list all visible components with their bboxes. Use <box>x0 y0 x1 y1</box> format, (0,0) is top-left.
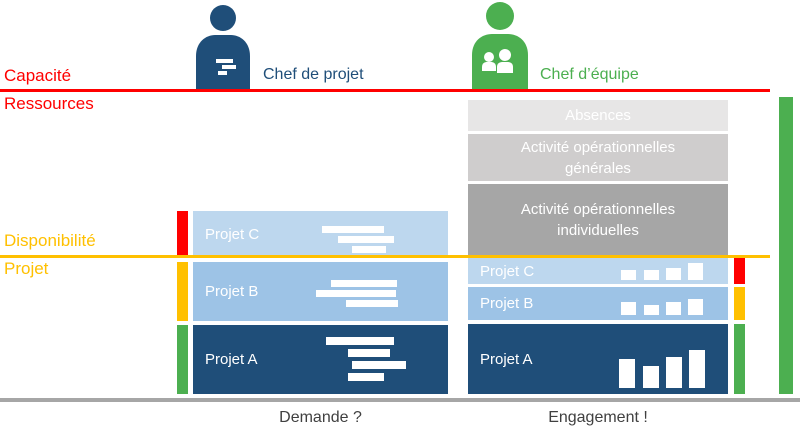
total-capacity-bar <box>779 97 793 394</box>
demand-projet-c-box: Projet C <box>193 211 448 258</box>
availability-line <box>0 255 770 258</box>
histogram-bar <box>643 366 659 388</box>
engagement-projet-b-label: Projet B <box>480 295 534 312</box>
engagement-indicator-yellow <box>734 287 745 320</box>
activites-generales-line2: générales <box>565 159 631 177</box>
activites-individuelles-line1: Activité opérationnelles <box>520 200 676 218</box>
demand-indicator-yellow <box>177 262 188 321</box>
gantt-bar <box>348 349 390 357</box>
gantt-bar <box>348 373 384 381</box>
histogram-bar <box>688 299 703 315</box>
activites-generales-line1: Activité opérationnelles <box>520 138 676 156</box>
demand-projet-b-label: Projet B <box>205 283 259 300</box>
gantt-bar <box>326 337 394 345</box>
histogram-bar <box>621 302 636 315</box>
absences-label: Absences <box>565 107 631 124</box>
demand-caption: Demande ? <box>279 409 362 426</box>
baseline <box>0 398 800 402</box>
histogram-bar <box>666 268 681 280</box>
demand-projet-a-label: Projet A <box>205 351 258 368</box>
engagement-caption: Engagement ! <box>548 409 648 426</box>
histogram-bar <box>644 305 659 315</box>
absences-box: Absences <box>468 100 728 131</box>
histogram-bar <box>666 302 681 315</box>
availability-label: Disponibilité <box>4 231 96 250</box>
histogram-bar <box>688 263 703 280</box>
histogram-bar <box>621 270 636 280</box>
team-leader-label: Chef d’équipe <box>540 66 639 83</box>
gantt-bar <box>338 236 394 243</box>
demand-indicator-green <box>177 325 188 394</box>
gantt-bar <box>352 246 386 253</box>
engagement-projet-b-box: Projet B <box>468 287 728 320</box>
team-leader-person-icon <box>469 1 531 94</box>
demand-projet-a-box: Projet A <box>193 325 448 394</box>
capacity-label: Capacité <box>4 66 72 85</box>
engagement-indicator-red <box>734 258 745 284</box>
activites-individuelles-box: Activité opérationnelles individuelles <box>468 184 728 255</box>
capacity-line <box>0 89 770 92</box>
engagement-projet-c-box: Projet C <box>468 258 728 284</box>
activites-generales-box: Activité opérationnelles générales <box>468 134 728 181</box>
gantt-bar <box>346 300 398 307</box>
histogram-bar <box>644 270 659 280</box>
project-manager-label: Chef de projet <box>263 66 364 83</box>
histogram-bar <box>689 350 705 388</box>
engagement-indicator-green <box>734 324 745 394</box>
gantt-bar <box>316 290 396 297</box>
engagement-projet-c-label: Projet C <box>480 262 535 280</box>
histogram-bar <box>666 357 682 388</box>
engagement-projet-a-label: Projet A <box>480 350 533 368</box>
engagement-projet-a-box: Projet A <box>468 324 728 394</box>
histogram-bar <box>619 359 635 388</box>
demand-indicator-red <box>177 211 188 258</box>
gantt-bar <box>322 226 384 233</box>
gantt-bar <box>331 280 397 287</box>
demand-projet-c-label: Projet C <box>205 226 260 243</box>
resources-label: Ressources <box>4 94 94 113</box>
project-manager-person-icon <box>194 4 252 94</box>
activites-individuelles-line2: individuelles <box>557 221 639 239</box>
gantt-bar <box>352 361 406 369</box>
availability-projet-label: Projet <box>4 259 49 278</box>
